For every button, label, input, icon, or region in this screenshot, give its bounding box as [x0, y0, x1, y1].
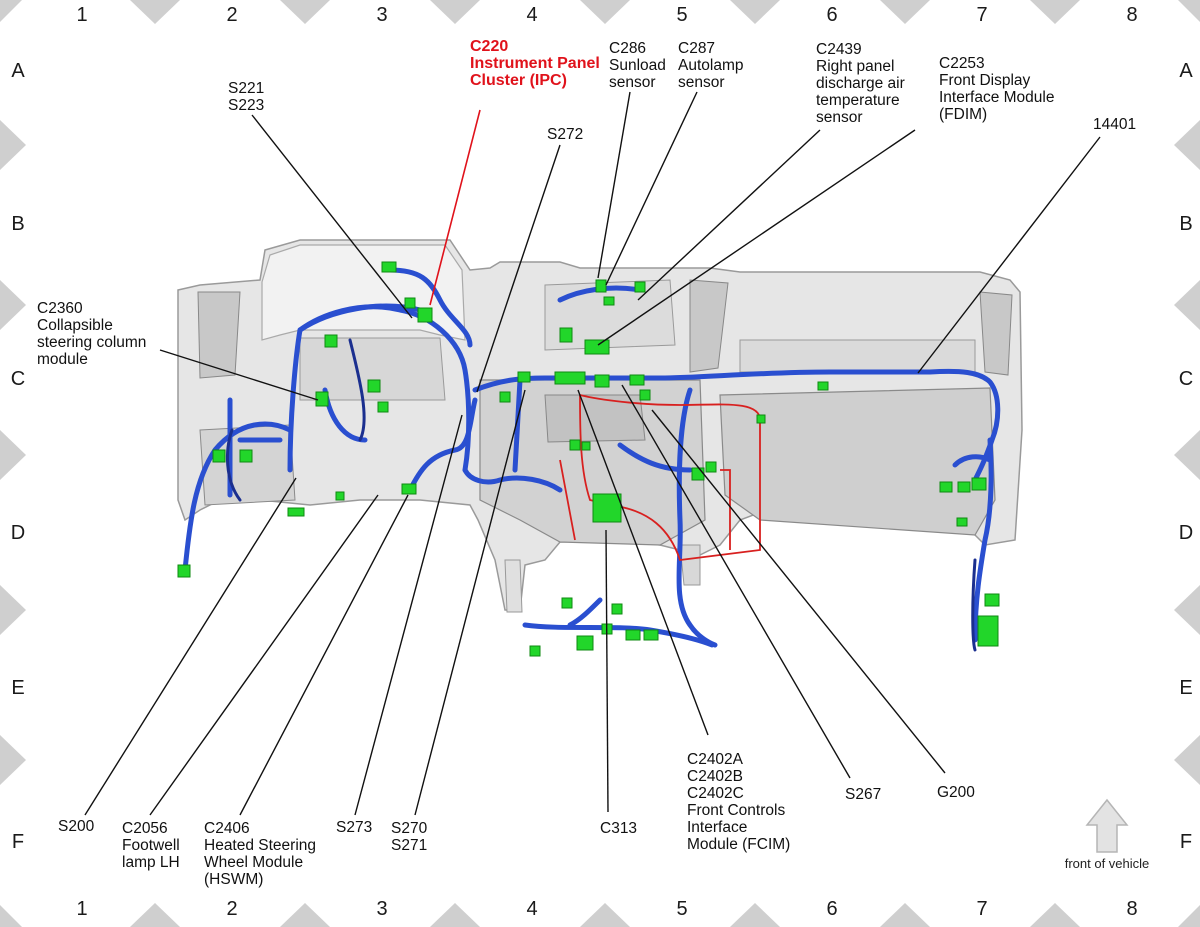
- callout-c287-autolamp-sensor: C287 Autolamp sensor: [678, 40, 744, 91]
- grid-row-left-A: A: [11, 60, 25, 82]
- grid-col-bottom-6: 6: [826, 898, 838, 920]
- callout-c2406-hswm: C2406 Heated Steering Wheel Module (HSWM…: [204, 820, 317, 888]
- grid-row-right-B: B: [1179, 213, 1193, 235]
- leader-lines: [84, 91, 1101, 816]
- grid-col-top-5: 5: [676, 4, 688, 26]
- front-of-vehicle-label: front of vehicle: [1064, 856, 1150, 871]
- grid-row-right-A: A: [1179, 60, 1193, 82]
- callout-c313: C313: [600, 820, 638, 837]
- callout-c2056-footwell-lamp: C2056 Footwell lamp LH: [122, 820, 180, 871]
- grid-row-left-F: F: [11, 831, 25, 853]
- callout-c286-sunload-sensor: C286 Sunload sensor: [609, 40, 666, 91]
- up-arrow-icon: [1085, 798, 1129, 853]
- instrument-panel: [177, 239, 1023, 613]
- c220-leader-line: [429, 109, 481, 306]
- grid-col-bottom-2: 2: [226, 898, 238, 920]
- callout-14401: 14401: [1093, 116, 1137, 133]
- grid-row-right-C: C: [1178, 368, 1194, 390]
- callout-c220-instrument-panel-cluster: C220 Instrument Panel Cluster (IPC): [470, 38, 600, 89]
- grid-row-left-C: C: [10, 368, 26, 390]
- connectors: [177, 261, 1000, 657]
- grid-col-bottom-7: 7: [976, 898, 988, 920]
- callout-c2253-fdim: C2253 Front Display Interface Module (FD…: [939, 55, 1055, 123]
- wiring-harness: [182, 267, 1001, 648]
- grid-col-top-6: 6: [826, 4, 838, 26]
- grid-col-top-7: 7: [976, 4, 988, 26]
- callout-c2402-fcim: C2402A C2402B C2402C Front Controls Inte…: [687, 751, 791, 853]
- grid-row-left-B: B: [11, 213, 25, 235]
- grid-row-right-F: F: [1179, 831, 1193, 853]
- grid-col-bottom-1: 1: [76, 898, 88, 920]
- grid-col-bottom-8: 8: [1126, 898, 1138, 920]
- grid-row-right-E: E: [1179, 677, 1193, 699]
- grid-col-bottom-4: 4: [526, 898, 538, 920]
- callout-s273: S273: [336, 819, 373, 836]
- grid-col-top-4: 4: [526, 4, 538, 26]
- callout-s221-s223: S221 S223: [228, 80, 265, 114]
- grid-row-left-E: E: [11, 677, 25, 699]
- wiring-harness-dark: [226, 338, 977, 652]
- grid-col-top-1: 1: [76, 4, 88, 26]
- callout-s272: S272: [547, 126, 584, 143]
- callout-s267: S267: [845, 786, 882, 803]
- callout-c2360-steering-column-module: C2360 Collapsible steering column module: [37, 300, 147, 368]
- callout-s200: S200: [58, 818, 95, 835]
- grid-row-left-D: D: [10, 522, 26, 544]
- callout-g200: G200: [937, 784, 975, 801]
- grid-col-bottom-3: 3: [376, 898, 388, 920]
- grid-col-top-3: 3: [376, 4, 388, 26]
- callout-s270-s271: S270 S271: [391, 820, 428, 854]
- callout-c2439-discharge-air-sensor: C2439 Right panel discharge air temperat…: [816, 41, 905, 126]
- grid-row-right-D: D: [1178, 522, 1194, 544]
- grid-col-top-8: 8: [1126, 4, 1138, 26]
- grid-col-bottom-5: 5: [676, 898, 688, 920]
- grid-col-top-2: 2: [226, 4, 238, 26]
